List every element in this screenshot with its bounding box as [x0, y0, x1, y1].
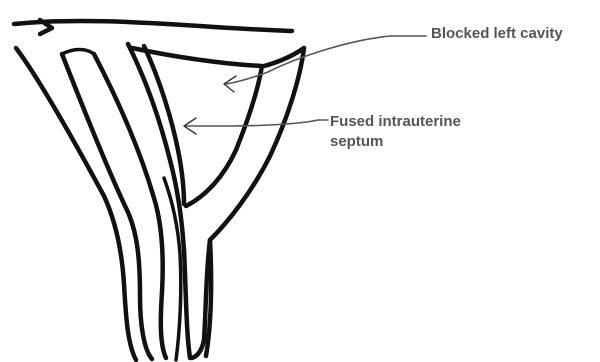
blocked-cavity-upper-edge [264, 48, 304, 66]
label-fused-intrauterine-septum: Fused intrauterine septum [330, 112, 461, 153]
fundus-top-line [14, 21, 292, 31]
leader-blocked-cavity [226, 36, 426, 84]
label-septum-line1: Fused intrauterine [330, 112, 461, 132]
label-septum-line2: septum [330, 132, 461, 152]
left-horn-top [62, 50, 94, 55]
label-blocked-left-cavity: Blocked left cavity [431, 24, 563, 44]
left-horn-septum-side [94, 54, 166, 358]
leader-septum [186, 120, 328, 126]
